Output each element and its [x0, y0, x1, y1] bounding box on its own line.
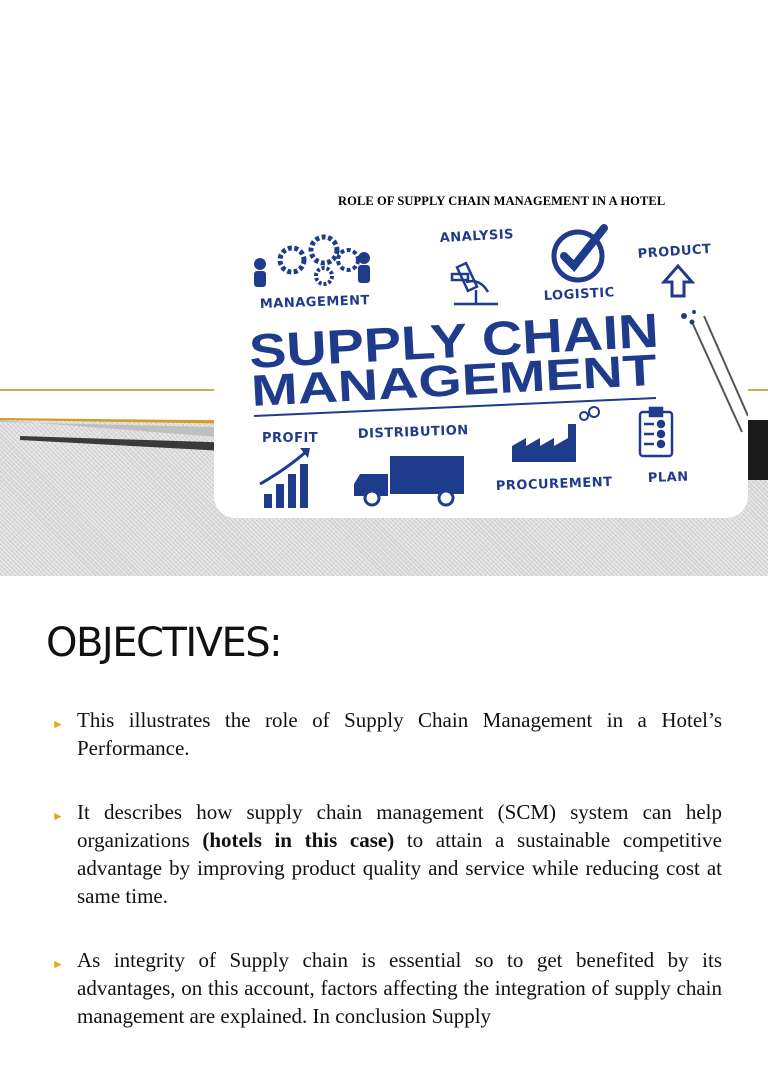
pens-icon	[681, 310, 748, 433]
label-analysis: ANALYSIS	[439, 227, 514, 246]
slide-1: ROLE OF SUPPLY CHAIN MANAGEMENT IN A HOT…	[0, 194, 768, 576]
bullet-arrow-icon: ►	[52, 809, 64, 823]
objective-text-after: to attain a sustainable competitive adva…	[77, 828, 722, 908]
slide-title: ROLE OF SUPPLY CHAIN MANAGEMENT IN A HOT…	[338, 194, 666, 208]
label-profit: PROFIT	[262, 431, 318, 446]
label-procurement: PROCUREMENT	[496, 475, 613, 494]
objectives-list: ► This illustrates the role of Supply Ch…	[52, 706, 722, 1066]
objective-item: ► It describes how supply chain manageme…	[52, 798, 722, 910]
management-gears-icon	[254, 234, 370, 287]
label-distribution: DISTRIBUTION	[358, 423, 469, 442]
truck-icon	[354, 456, 464, 507]
bar-chart-icon	[259, 448, 310, 508]
clipboard-icon	[638, 406, 674, 458]
bullet-arrow-icon: ►	[52, 717, 64, 731]
microscope-icon	[450, 261, 498, 306]
objective-item: ► This illustrates the role of Supply Ch…	[52, 706, 722, 762]
label-management: MANAGEMENT	[260, 293, 371, 312]
supply-chain-illustration: MANAGEMENT ANALYSIS LOGISTIC PRODUCT	[214, 212, 748, 518]
objective-text-emphasis: (hotels in this case)	[202, 828, 395, 852]
label-plan: PLAN	[648, 470, 689, 486]
objective-text-before: It describes how supply chain management…	[77, 800, 722, 852]
bullet-arrow-icon: ►	[52, 957, 64, 971]
factory-icon	[512, 406, 600, 462]
objective-text: As integrity of Supply chain is essentia…	[77, 948, 722, 1028]
objective-text: This illustrates the role of Supply Chai…	[77, 708, 722, 760]
label-logistic: LOGISTIC	[543, 285, 615, 304]
arrow-up-icon	[660, 263, 696, 298]
check-circle-icon	[551, 224, 608, 283]
objectives-heading: OBJECTIVES:	[46, 620, 283, 666]
objective-item: ► As integrity of Supply chain is essent…	[52, 946, 722, 1030]
label-product: PRODUCT	[637, 242, 712, 262]
